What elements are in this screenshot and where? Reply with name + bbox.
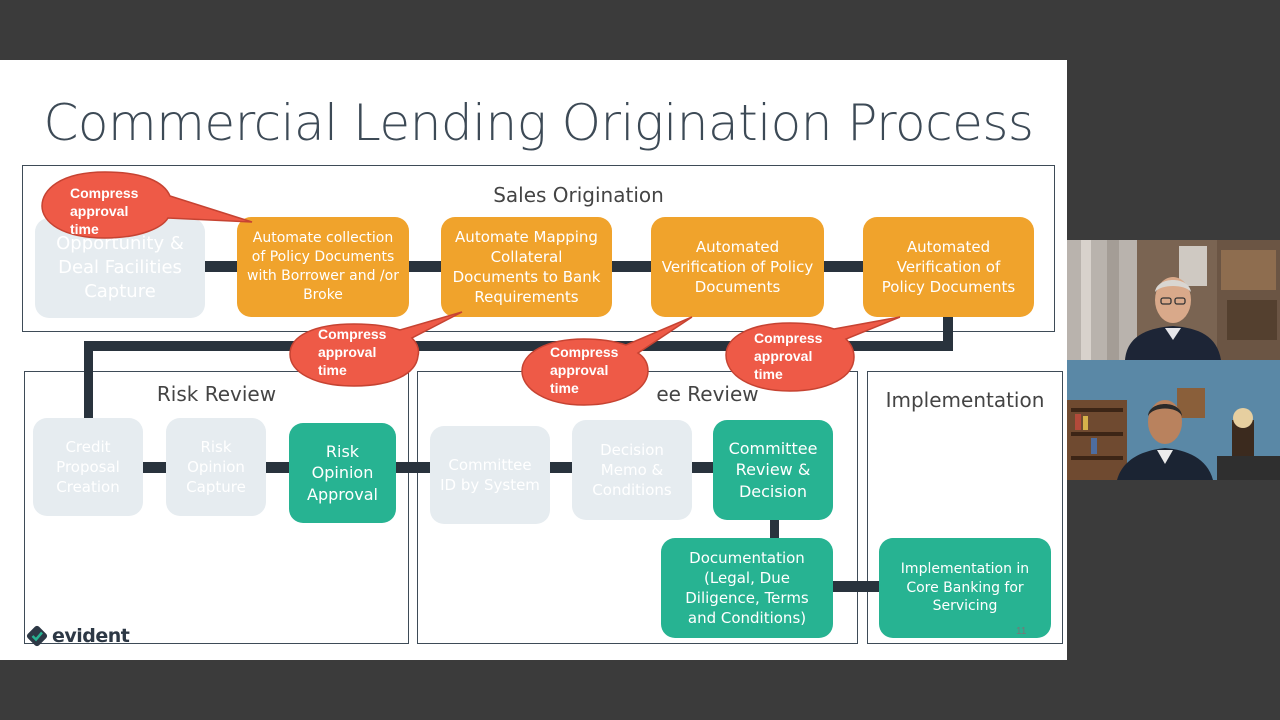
callout-bubble-3: Compress approval time	[520, 315, 700, 407]
automated-verification-box-1: Automated Verification of Policy Documen…	[651, 217, 824, 317]
participant-video-1[interactable]	[1067, 240, 1280, 360]
participant-video-2[interactable]	[1067, 360, 1280, 480]
participant-1-image	[1067, 240, 1280, 360]
risk-opinion-capture-box: Risk Opinion Capture	[166, 418, 266, 516]
callout-bubble-4: Compress approval time	[724, 315, 904, 395]
callout-text: Compress approval time	[70, 185, 139, 238]
callout-bubble-shape	[521, 316, 693, 406]
documentation-box: Documentation (Legal, Due Diligence, Ter…	[661, 538, 833, 638]
evident-logo-text: evident	[52, 625, 130, 647]
callout-bubble-1: Compress approval time	[40, 170, 260, 240]
implementation-core-banking-box: Implementation in Core Banking for Servi…	[879, 538, 1051, 638]
implementation-title: Implementation	[885, 388, 1045, 412]
decision-memo-box: Decision Memo & Conditions	[572, 420, 692, 520]
risk-opinion-approval-box: Risk Opinion Approval	[289, 423, 396, 523]
committee-review-title: ee Review	[656, 382, 759, 406]
return-connector-vertical-left	[84, 341, 93, 418]
callout-bubble-shape	[725, 316, 901, 392]
slide-title: Commercial Lending Origination Process	[43, 94, 1034, 152]
decision-connector	[770, 518, 779, 540]
return-connector-horizontal	[84, 341, 953, 351]
committee-review-decision-box: Committee Review & Decision	[713, 420, 833, 520]
credit-proposal-box: Credit Proposal Creation	[33, 418, 143, 516]
return-connector-vertical-right	[943, 315, 953, 350]
opportunity-capture-box: Opportunity & Deal Facilities Capture	[35, 218, 205, 318]
callout-text: Compress approval time	[318, 326, 387, 379]
evident-logo: evident	[26, 625, 130, 647]
callout-bubble-shape	[41, 171, 253, 239]
evident-check-icon	[26, 625, 48, 647]
callout-bubble-shape	[289, 311, 463, 387]
callout-text: Compress approval time	[754, 330, 823, 383]
committee-id-box: Committee ID by System	[430, 426, 550, 524]
automated-verification-box-2: Automated Verification of Policy Documen…	[863, 217, 1034, 317]
callout-text: Compress approval time	[550, 344, 619, 397]
presentation-slide: Commercial Lending Origination Process S…	[0, 60, 1067, 660]
participant-2-image	[1067, 360, 1280, 480]
slide-number: 11	[1016, 626, 1027, 637]
risk-review-title: Risk Review	[156, 382, 277, 406]
implementation-connector	[830, 581, 882, 592]
automate-collection-box: Automate collection of Policy Documents …	[237, 217, 409, 317]
sales-origination-title: Sales Origination	[493, 183, 664, 207]
callout-bubble-2: Compress approval time	[288, 310, 468, 390]
automate-mapping-box: Automate Mapping Collateral Documents to…	[441, 217, 612, 317]
